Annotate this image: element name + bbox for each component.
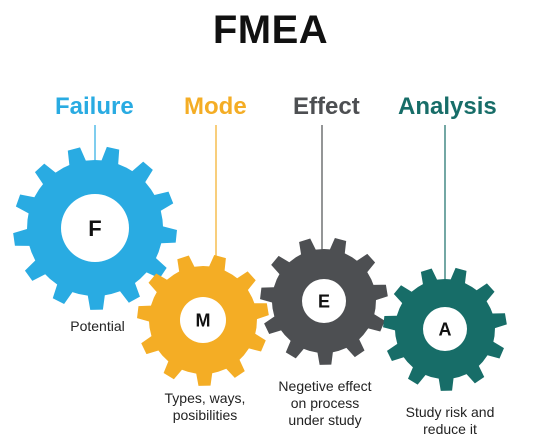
gear-mode: M — [137, 254, 269, 386]
word-mode: Mode — [184, 93, 247, 120]
gear-effect: E — [260, 237, 388, 365]
gear-analysis: A — [383, 267, 507, 391]
gear-letter-failure: F — [88, 216, 101, 241]
gear-letter-effect: E — [318, 291, 330, 311]
word-effect: Effect — [293, 93, 360, 120]
gear-letter-analysis: A — [439, 319, 452, 339]
gear-center-mode — [180, 297, 226, 343]
diagram-title: FMEA — [212, 8, 329, 52]
description-mode: Types, ways, posibilities — [164, 390, 246, 423]
gear-center-failure — [61, 194, 129, 262]
gear-letter-mode: M — [196, 310, 211, 330]
description-effect: Negetive effect on process under study — [278, 378, 372, 428]
gear-center-analysis — [423, 307, 467, 351]
word-failure: Failure — [55, 93, 134, 120]
description-analysis: Study risk and reduce it — [405, 404, 495, 437]
gear-failure: F — [13, 146, 177, 310]
gear-center-effect — [302, 279, 346, 323]
description-failure: Potential — [70, 318, 125, 334]
word-analysis: Analysis — [398, 93, 497, 120]
